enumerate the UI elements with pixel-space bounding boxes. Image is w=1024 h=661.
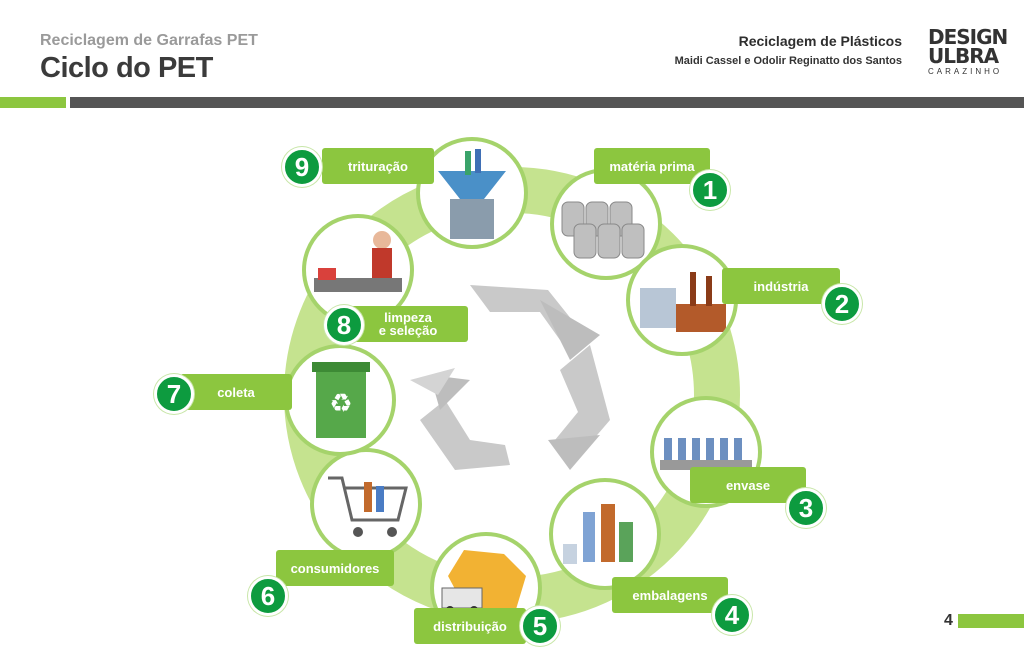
step-7-number: 7 [154,374,194,414]
shopping-cart-image [310,448,422,560]
step-2-label: indústria [722,268,840,304]
authors: Maidi Cassel e Odolir Reginatto dos Sant… [674,55,902,67]
step-9-label: trituração [322,148,434,184]
step-5-label: distribuição [414,608,526,644]
presentation-subtitle: Reciclagem de Garrafas PET [40,32,258,49]
header-divider-bar [70,97,1024,108]
step-2-number: 2 [822,284,862,324]
recycle-arrows-icon [410,285,610,470]
header-accent-bar [0,97,66,108]
collection-bin-image: ♻ [284,344,396,456]
step-1-number: 1 [690,170,730,210]
step-8-label: limpeza e seleção [348,306,468,342]
step-9-number: 9 [282,147,322,187]
svg-text:♻: ♻ [329,389,352,419]
page-number: 4 [944,612,953,629]
step-3-number: 3 [786,488,826,528]
slide-title: Ciclo do PET [40,52,213,84]
step-7-label: coleta [180,374,292,410]
course-title: Reciclagem de Plásticos [738,33,902,49]
packaging-image [549,478,661,590]
footer-accent-bar [958,614,1024,628]
step-5-number: 5 [520,606,560,646]
factory-image [626,244,738,356]
shredder-image [416,137,528,249]
ulbra-design-logo: DESIGN ULBRA CARAZINHO [928,25,1008,76]
raw-material-image [550,168,662,280]
step-3-label: envase [690,467,806,503]
step-1-label: matéria prima [594,148,710,184]
step-6-number: 6 [248,576,288,616]
step-8-number: 8 [324,305,364,345]
step-4-label: embalagens [612,577,728,613]
step-6-label: consumidores [276,550,394,586]
step-4-number: 4 [712,595,752,635]
